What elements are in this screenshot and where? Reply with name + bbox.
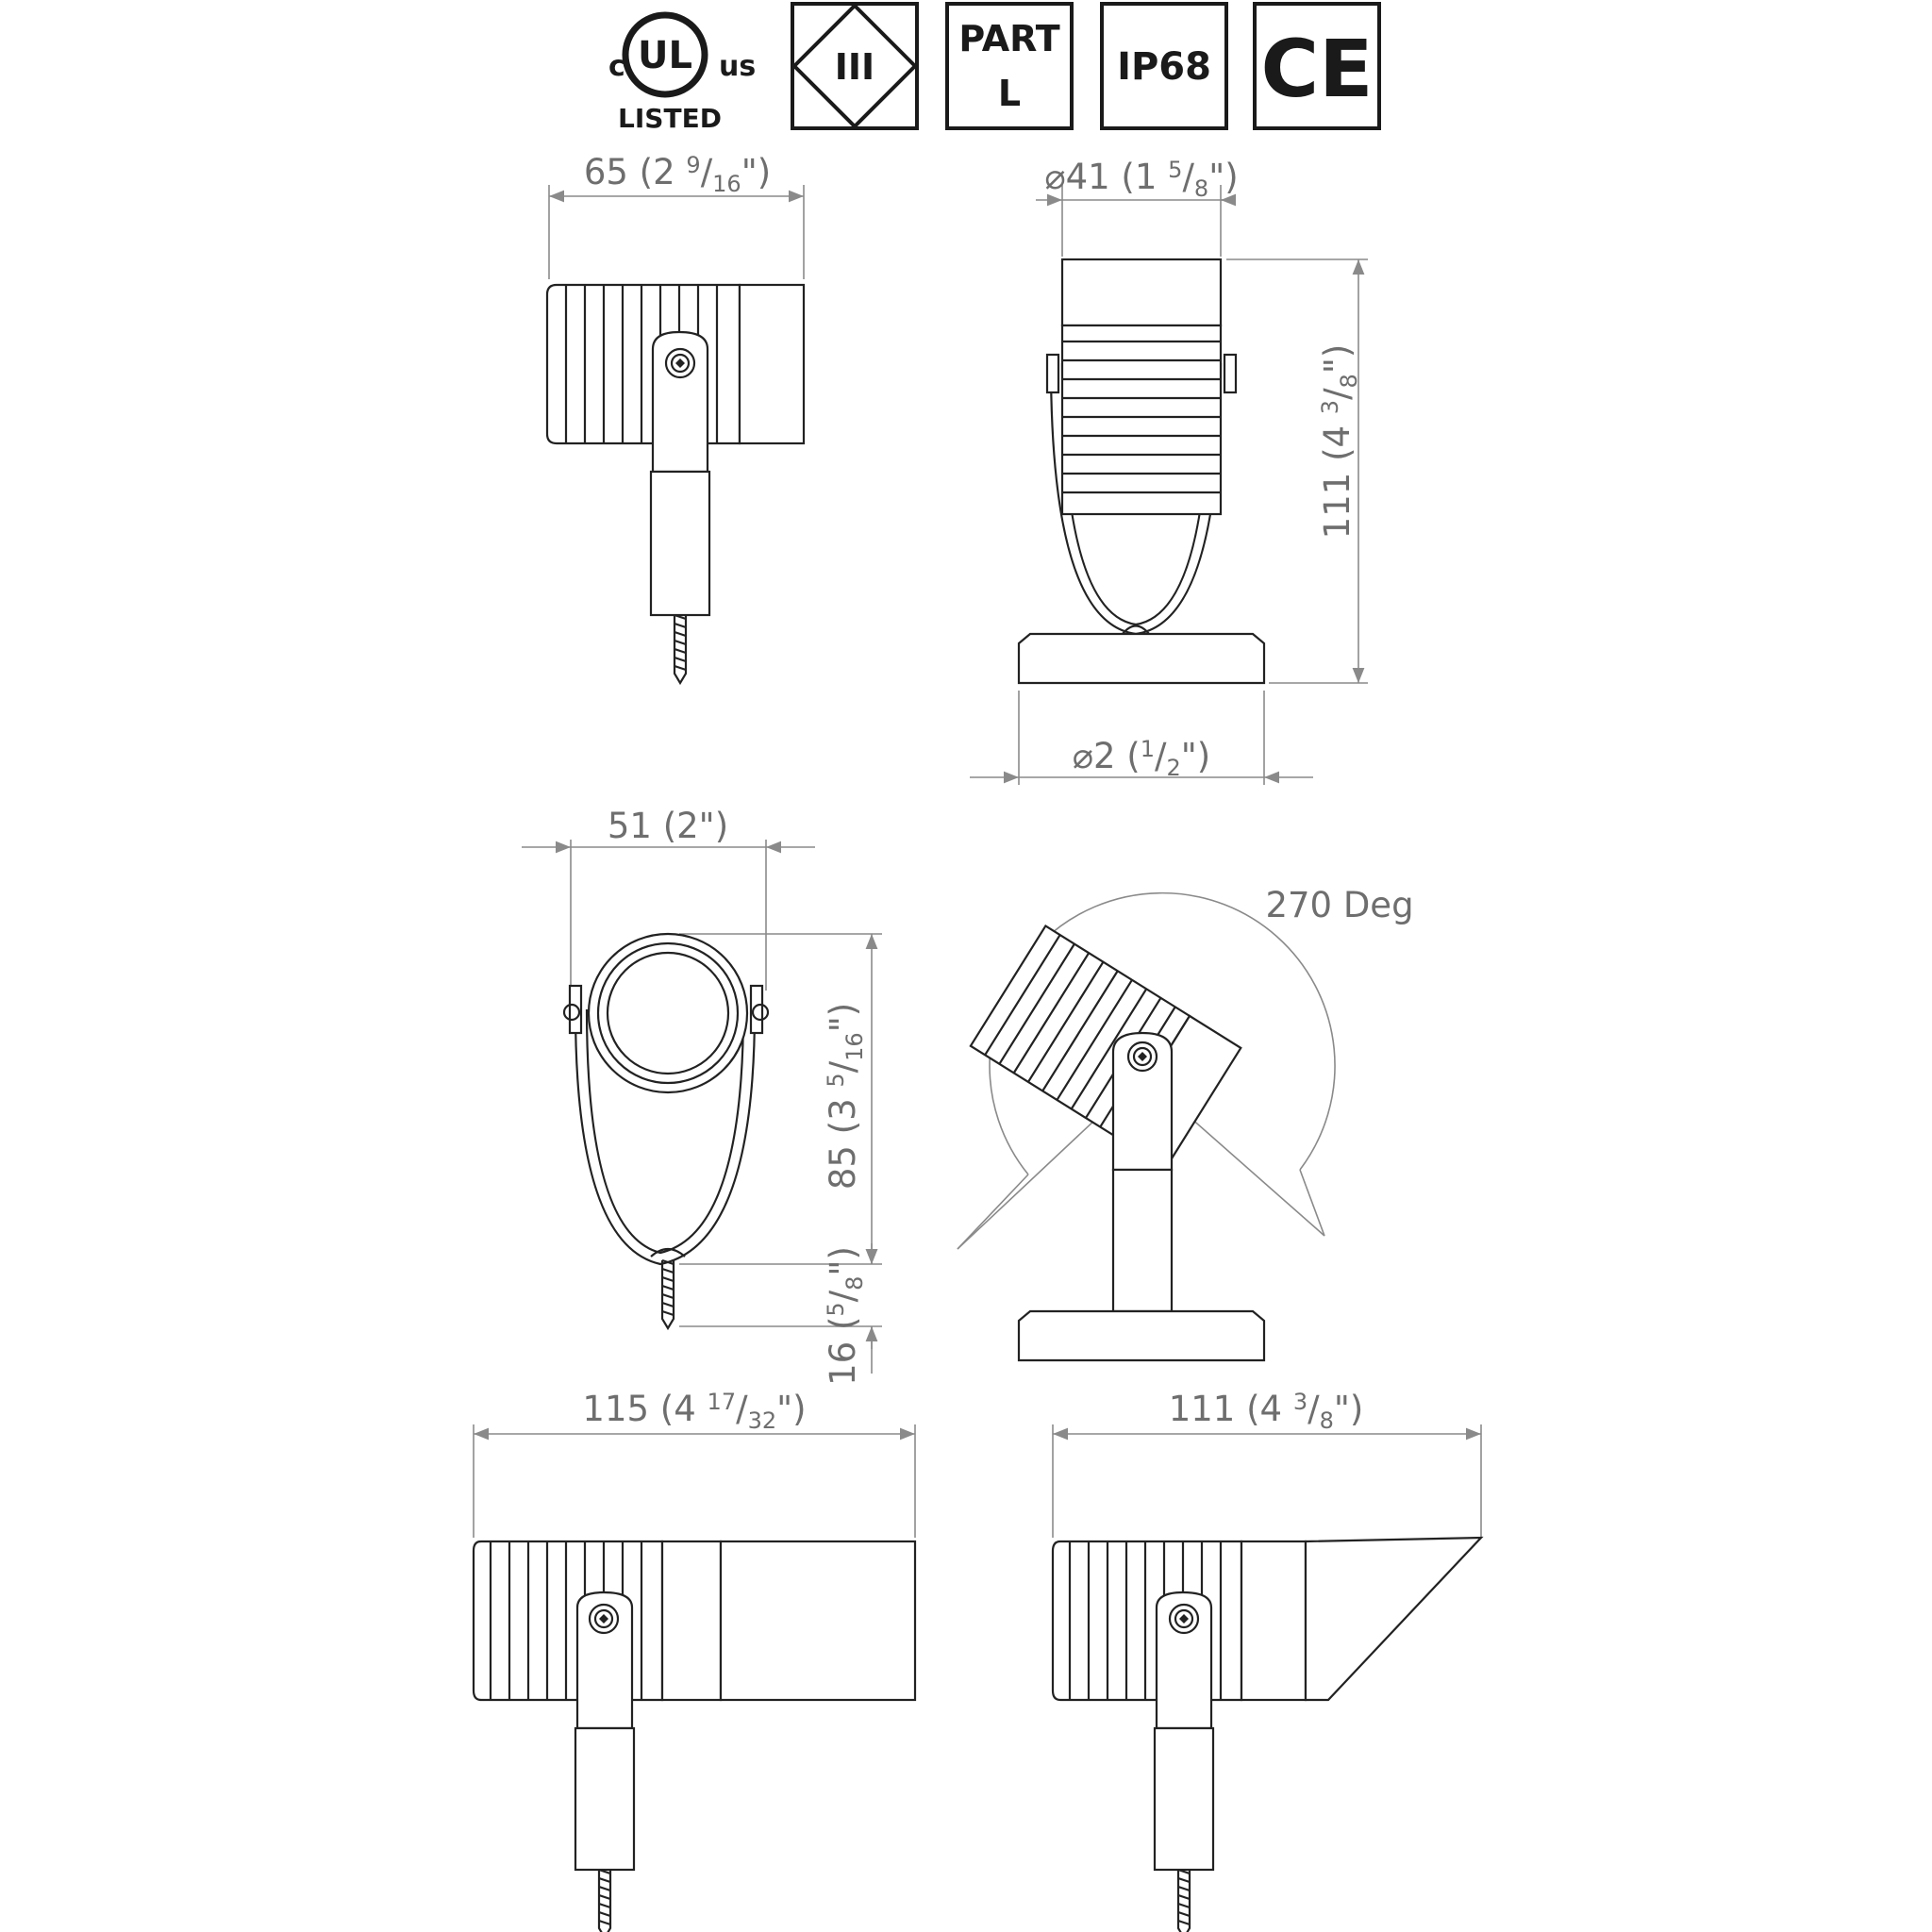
- ul-center-text: UL: [638, 34, 692, 77]
- bracket-view: 51 (2") 85 (3 5/16") 16 (5/8"): [522, 806, 882, 1386]
- rotation-label: 270 Deg: [1265, 885, 1413, 925]
- cowl-length-label: 111 (4 3/8"): [1169, 1389, 1364, 1434]
- hex-screw-icon: [1168, 1603, 1200, 1635]
- front-view: ⌀41 (1 5/8") 111 (4 3/8"): [970, 157, 1368, 785]
- hex-screw-icon: [664, 347, 696, 379]
- hex-screw-icon: [588, 1603, 620, 1635]
- part-l-line1: PART: [958, 18, 1059, 59]
- ip68-icon: IP68: [1100, 2, 1228, 130]
- rotation-view: 270 Deg: [957, 885, 1414, 1362]
- snoot-length-label: 115 (4 17/32"): [582, 1389, 806, 1434]
- ground-spike-icon: [597, 1868, 612, 1932]
- ce-mark-icon: CE: [1253, 2, 1381, 130]
- ground-spike-icon: [673, 613, 688, 685]
- ip68-text: IP68: [1117, 45, 1211, 89]
- ce-text: CE: [1260, 23, 1373, 115]
- snoot-view: 115 (4 17/32"): [472, 1389, 917, 1932]
- ul-left-text: c: [608, 50, 625, 83]
- bracket-width-label: 51 (2"): [608, 806, 728, 846]
- hex-screw-icon: [1126, 1041, 1158, 1073]
- side-view: 65 (2 9/16"): [545, 152, 806, 685]
- ground-spike-icon: [1176, 1868, 1191, 1932]
- part-l-line2: L: [998, 73, 1021, 114]
- ul-listed-icon: c UL us LISTED: [608, 11, 756, 134]
- front-diameter-label: ⌀41 (1 5/8"): [1044, 157, 1238, 202]
- part-l-icon: PART L: [945, 2, 1074, 130]
- class-iii-icon: III: [791, 2, 919, 130]
- class-iii-text: III: [835, 46, 874, 88]
- ul-right-text: us: [719, 50, 756, 83]
- cowl-view: 111 (4 3/8"): [1051, 1389, 1484, 1932]
- ground-spike-icon: [660, 1258, 675, 1330]
- spike-length-label: 16 (5/8"): [823, 1246, 868, 1386]
- bracket-height-label: 85 (3 5/16"): [823, 1003, 868, 1190]
- base-diameter-label: ⌀2 (1/2"): [1073, 736, 1211, 781]
- side-length-label: 65 (2 9/16"): [584, 152, 771, 197]
- front-height-label: 111 (4 3/8"): [1317, 344, 1362, 540]
- ul-bottom-text: LISTED: [618, 103, 722, 134]
